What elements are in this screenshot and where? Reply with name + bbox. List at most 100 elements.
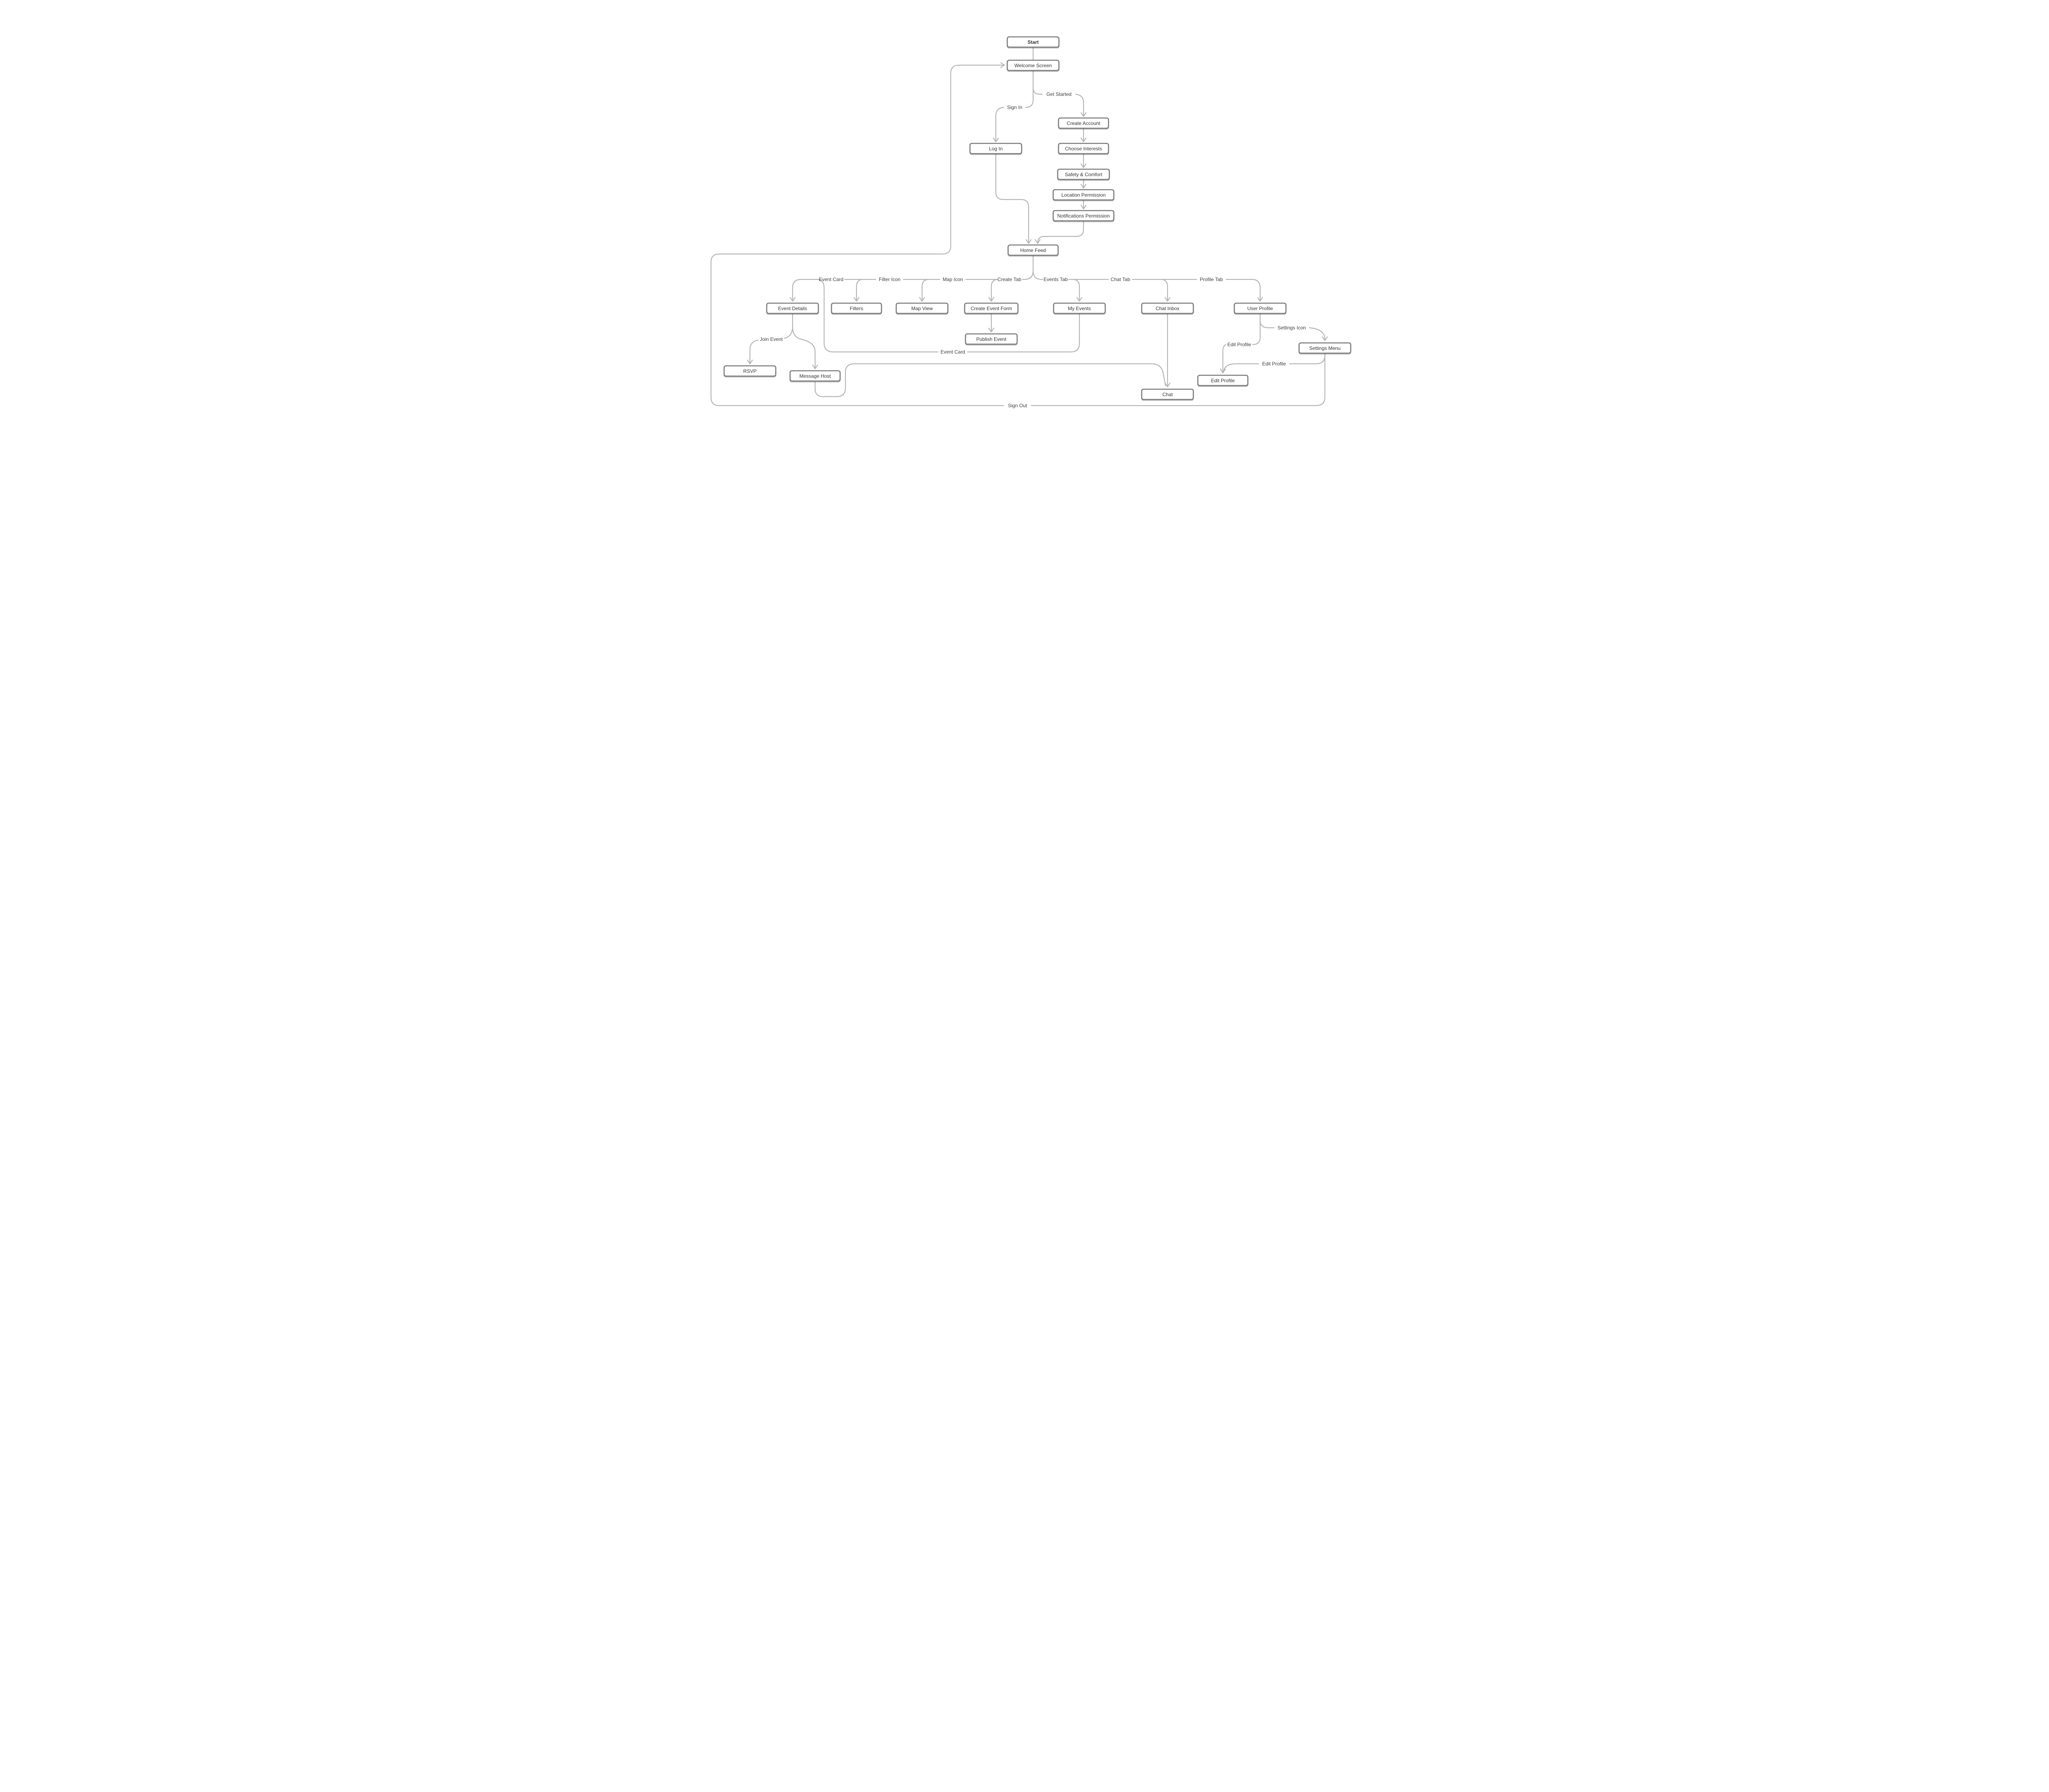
node-user-profile[interactable]: User Profile [1233,302,1287,314]
event-details-box[interactable] [766,302,819,314]
node-publish-event[interactable]: Publish Event [965,333,1018,345]
edge-label-filter-icon: Filter Icon [879,277,901,282]
edge-label-sign-in: Sign In [1007,104,1022,110]
connector-segment [814,363,1166,397]
map-view-label: Map View [911,306,933,311]
connector-segment [784,326,793,339]
node-notifications-permission[interactable]: Notifications Permission [1052,210,1115,222]
map-view-box[interactable] [895,302,949,314]
node-settings-menu[interactable]: Settings Menu [1298,342,1352,354]
node-start[interactable]: Start [1006,36,1060,48]
location-permission-label: Location Permission [1061,192,1106,198]
edge-label-settings-icon: Settings Icon [1277,325,1306,331]
connector-segment [1252,320,1261,345]
connector-segment [1032,270,1043,280]
edge-label-edit-profile-from-settings: Edit Profile [1262,361,1286,367]
node-create-event-form[interactable]: Create Event Form [964,302,1019,314]
settings-menu-box[interactable] [1298,342,1352,354]
connector-segment [1032,70,1043,95]
edge-label-event-card-top: Event Card [819,277,843,282]
create-event-form-label: Create Event Form [970,306,1012,311]
node-map-view[interactable]: Map View [895,302,949,314]
connector-segment [1034,220,1084,244]
edge-label-events-tab: Events Tab [1043,277,1068,282]
edge-label-event-card-bottom: Event Card [940,349,965,355]
connector-segment [967,313,1080,353]
notifications-permission-label: Notifications Permission [1057,213,1110,219]
edge-label-sign-out: Sign Out [1008,403,1027,408]
rsvp-box[interactable] [723,365,777,377]
create-account-box[interactable] [1058,117,1109,129]
node-location-permission[interactable]: Location Permission [1052,189,1115,201]
node-filters[interactable]: Filters [831,302,882,314]
safety-comfort-box[interactable] [1057,168,1110,180]
connector-segment [1222,363,1259,373]
home-feed-box[interactable] [1007,244,1059,256]
edit-profile-label: Edit Profile [1211,378,1235,383]
connector-segment [1073,279,1083,302]
chat-box[interactable] [1141,388,1194,400]
choose-interests-label: Choose Interests [1065,146,1102,152]
user-profile-label: User Profile [1247,306,1273,311]
user-profile-box[interactable] [1233,302,1287,314]
chat-inbox-box[interactable] [1141,302,1194,314]
edge-label-create-tab: Create Tab [997,277,1022,282]
edge-label-get-started: Get Started [1046,91,1071,97]
edit-profile-box[interactable] [1197,374,1249,386]
connector-segment [1289,352,1326,365]
node-message-host[interactable]: Message Host [789,370,841,382]
home-feed-label: Home Feed [1020,247,1046,253]
chat-inbox-label: Chat Inbox [1156,306,1179,311]
connector-segment [993,107,1004,143]
node-edit-profile[interactable]: Edit Profile [1197,374,1249,386]
log-in-box[interactable] [969,143,1022,154]
connector-segment [1225,279,1263,302]
edge-label-join-event: Join Event [760,336,783,342]
node-rsvp[interactable]: RSVP [723,365,777,377]
settings-menu-label: Settings Menu [1309,345,1341,351]
node-welcome-screen[interactable]: Welcome Screen [1006,59,1060,71]
start-box[interactable] [1006,36,1060,48]
welcome-screen-box[interactable] [1006,59,1060,71]
connector-segment [1025,87,1034,108]
edge-label-chat-tab: Chat Tab [1111,277,1130,282]
publish-event-box[interactable] [965,333,1018,345]
connector-segment [710,62,1005,406]
node-create-account[interactable]: Create Account [1058,117,1109,129]
notifications-permission-box[interactable] [1052,210,1115,222]
edge-label-profile-tab: Profile Tab [1200,277,1223,282]
create-account-label: Create Account [1067,120,1101,126]
node-my-events[interactable]: My Events [1053,302,1106,314]
connector-segment [789,279,818,302]
node-chat-inbox[interactable]: Chat Inbox [1141,302,1194,314]
node-safety-comfort[interactable]: Safety & Comfort [1057,168,1110,180]
connector-segment [1308,327,1328,341]
location-permission-box[interactable] [1052,189,1115,201]
node-event-details[interactable]: Event Details [766,302,819,314]
filters-box[interactable] [831,302,882,314]
chat-label: Chat [1162,392,1173,397]
start-label: Start [1027,39,1038,45]
node-home-feed[interactable]: Home Feed [1007,244,1059,256]
connector-segment [747,339,759,365]
node-chat[interactable]: Chat [1141,388,1194,400]
connector-segment [1259,313,1275,329]
connector-segment [1022,255,1034,280]
node-choose-interests[interactable]: Choose Interests [1058,143,1109,154]
connector-segment [853,279,863,302]
create-event-form-box[interactable] [964,302,1019,314]
choose-interests-box[interactable] [1058,143,1109,154]
edge-label-edit-profile-from-user: Edit Profile [1227,342,1251,347]
connector-segment [817,279,939,353]
log-in-label: Log In [989,146,1002,152]
my-events-box[interactable] [1053,302,1106,314]
connector-segment [988,279,998,302]
node-log-in[interactable]: Log In [969,143,1022,154]
rsvp-label: RSVP [743,368,757,374]
publish-event-label: Publish Event [976,336,1006,342]
message-host-box[interactable] [789,370,841,382]
connector-segment [1161,279,1171,302]
